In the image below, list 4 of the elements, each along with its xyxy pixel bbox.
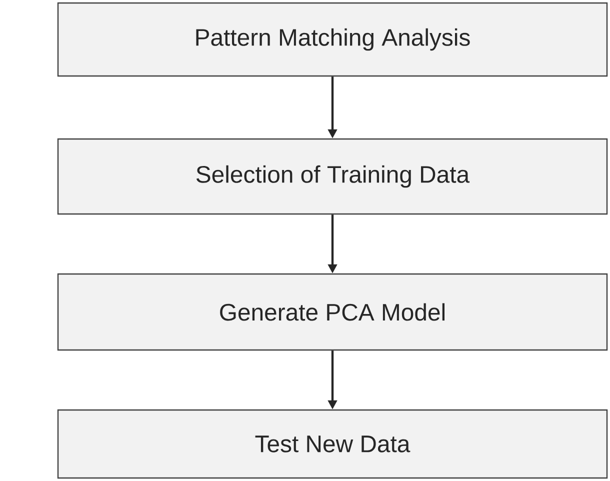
process-box: Generate PCA Model [57, 273, 608, 351]
process-box: Selection of Training Data [57, 138, 608, 215]
process-box: Test New Data [57, 409, 608, 479]
process-box: Pattern Matching Analysis [57, 2, 608, 77]
